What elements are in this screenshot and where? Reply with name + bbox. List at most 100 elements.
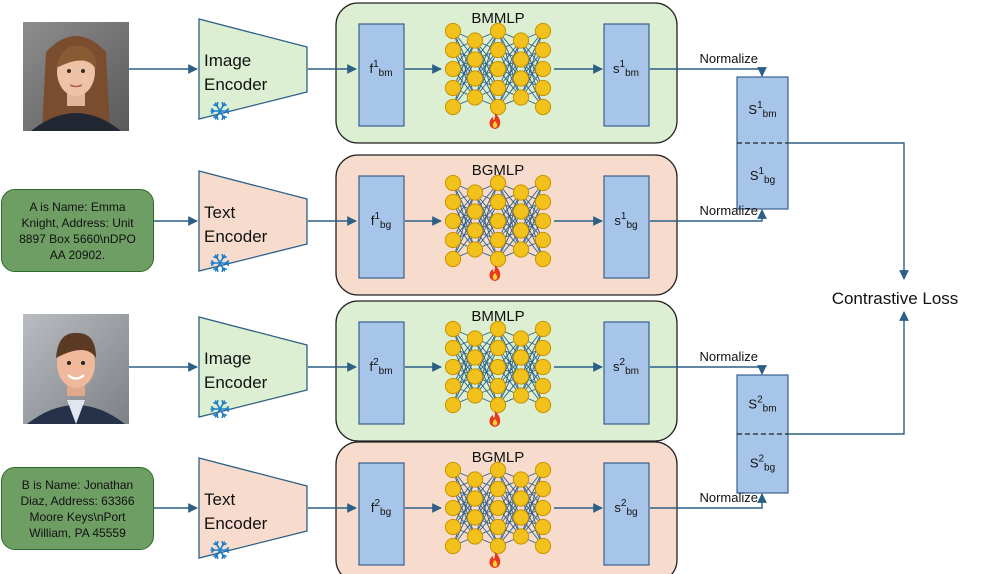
neuron-node (489, 250, 507, 268)
mlp-title: BGMLP (472, 449, 525, 466)
output-label-s: s2bg (614, 498, 637, 518)
normalized-label-bottom: S2bg (750, 454, 775, 474)
neuron-node (444, 320, 462, 338)
output-label-s: s1bg (614, 211, 637, 231)
neuron-node (512, 222, 530, 239)
neuron-node (444, 480, 462, 498)
encoder-label-line2: Encoder (204, 514, 268, 533)
feature-label-f: f2bm (369, 357, 392, 377)
neuron-node (444, 79, 462, 97)
neuron-node (489, 22, 507, 40)
bmmlp-panel (335, 2, 678, 144)
feature-vector-f (358, 321, 405, 425)
neuron-node (489, 518, 507, 536)
neuron-node (512, 349, 530, 366)
neuron-node (512, 330, 530, 347)
encoder-label-line1: Image (204, 349, 251, 368)
neuron-node (444, 358, 462, 376)
flame-icon (489, 265, 501, 281)
normalized-label-bottom: S1bg (750, 166, 775, 186)
neuron-node (466, 528, 484, 545)
neuron-node (444, 537, 462, 555)
encoder-label-line2: Encoder (204, 227, 268, 246)
neuron-node (444, 396, 462, 414)
neuron-node (444, 193, 462, 211)
neuron-node (512, 368, 530, 385)
text-encoder (198, 457, 308, 559)
neuron-node (534, 339, 552, 357)
neuron-node (534, 537, 552, 555)
feature-label-f: f2bg (371, 498, 391, 518)
neuron-node (444, 518, 462, 536)
neuron-node (466, 89, 484, 106)
network-nodes (444, 174, 552, 268)
normalize-arrow (650, 209, 767, 222)
neuron-node (534, 231, 552, 249)
output-vector-s (603, 462, 650, 566)
neuron-node (444, 231, 462, 249)
neuron-node (444, 499, 462, 517)
flame-icon (489, 411, 501, 427)
neuron-node (512, 528, 530, 545)
normalized-label-top: S2bm (748, 395, 776, 415)
neuron-node (534, 461, 552, 479)
network-nodes (444, 320, 552, 414)
encoder-label-line2: Encoder (204, 75, 268, 94)
neuron-node (444, 212, 462, 230)
feature-label-f: f1bm (369, 59, 392, 79)
input-text-box: B is Name: Jonathan Diaz, Address: 63366… (1, 467, 154, 550)
neuron-node (466, 184, 484, 201)
neuron-node (489, 212, 507, 230)
neuron-node (512, 509, 530, 526)
normalize-arrow (650, 365, 767, 375)
output-label-s: s1bm (613, 59, 639, 79)
neuron-node (534, 250, 552, 268)
neuron-node (489, 377, 507, 395)
neuron-node (489, 537, 507, 555)
neuron-node (534, 377, 552, 395)
neuron-node (534, 212, 552, 230)
bgmlp-panel (335, 441, 678, 574)
network-nodes (444, 461, 552, 555)
neuron-node (534, 174, 552, 192)
neuron-node (534, 22, 552, 40)
neuron-node (534, 79, 552, 97)
neuron-node (466, 349, 484, 366)
neuron-node (466, 330, 484, 347)
snowflake-icon (210, 101, 230, 121)
normalize-arrow (650, 493, 767, 509)
feature-vector-f (358, 175, 405, 279)
encoder-label-line1: Image (204, 51, 251, 70)
neuron-node (534, 396, 552, 414)
bmmlp-panel (335, 300, 678, 442)
neuron-node (444, 250, 462, 268)
input-text-box: A is Name: Emma Knight, Address: Unit 88… (1, 189, 154, 272)
neuron-node (444, 41, 462, 59)
output-vector-s (603, 23, 650, 127)
neuron-node (489, 174, 507, 192)
neuron-node (512, 490, 530, 507)
neuron-node (534, 320, 552, 338)
neuron-node (466, 368, 484, 385)
loss-input-arrow-top (788, 142, 909, 280)
snowflake-icon (210, 399, 230, 419)
neuron-node (489, 41, 507, 59)
neuron-node (512, 89, 530, 106)
neuron-node (512, 70, 530, 87)
neuron-node (444, 339, 462, 357)
loss-input-arrow-bottom (788, 311, 909, 435)
neuron-node (512, 471, 530, 488)
neuron-node (444, 174, 462, 192)
feature-vector-f (358, 462, 405, 566)
man-portrait-photo (23, 314, 129, 424)
neuron-node (466, 490, 484, 507)
neuron-node (466, 509, 484, 526)
neuron-node (444, 60, 462, 78)
mlp-title: BGMLP (472, 162, 525, 179)
contrastive-loss-label: Contrastive Loss (832, 289, 959, 308)
neuron-node (512, 387, 530, 404)
encoder-label-line1: Text (204, 203, 235, 222)
snowflake-icon (210, 253, 230, 273)
neuron-node (489, 231, 507, 249)
neuron-node (444, 377, 462, 395)
